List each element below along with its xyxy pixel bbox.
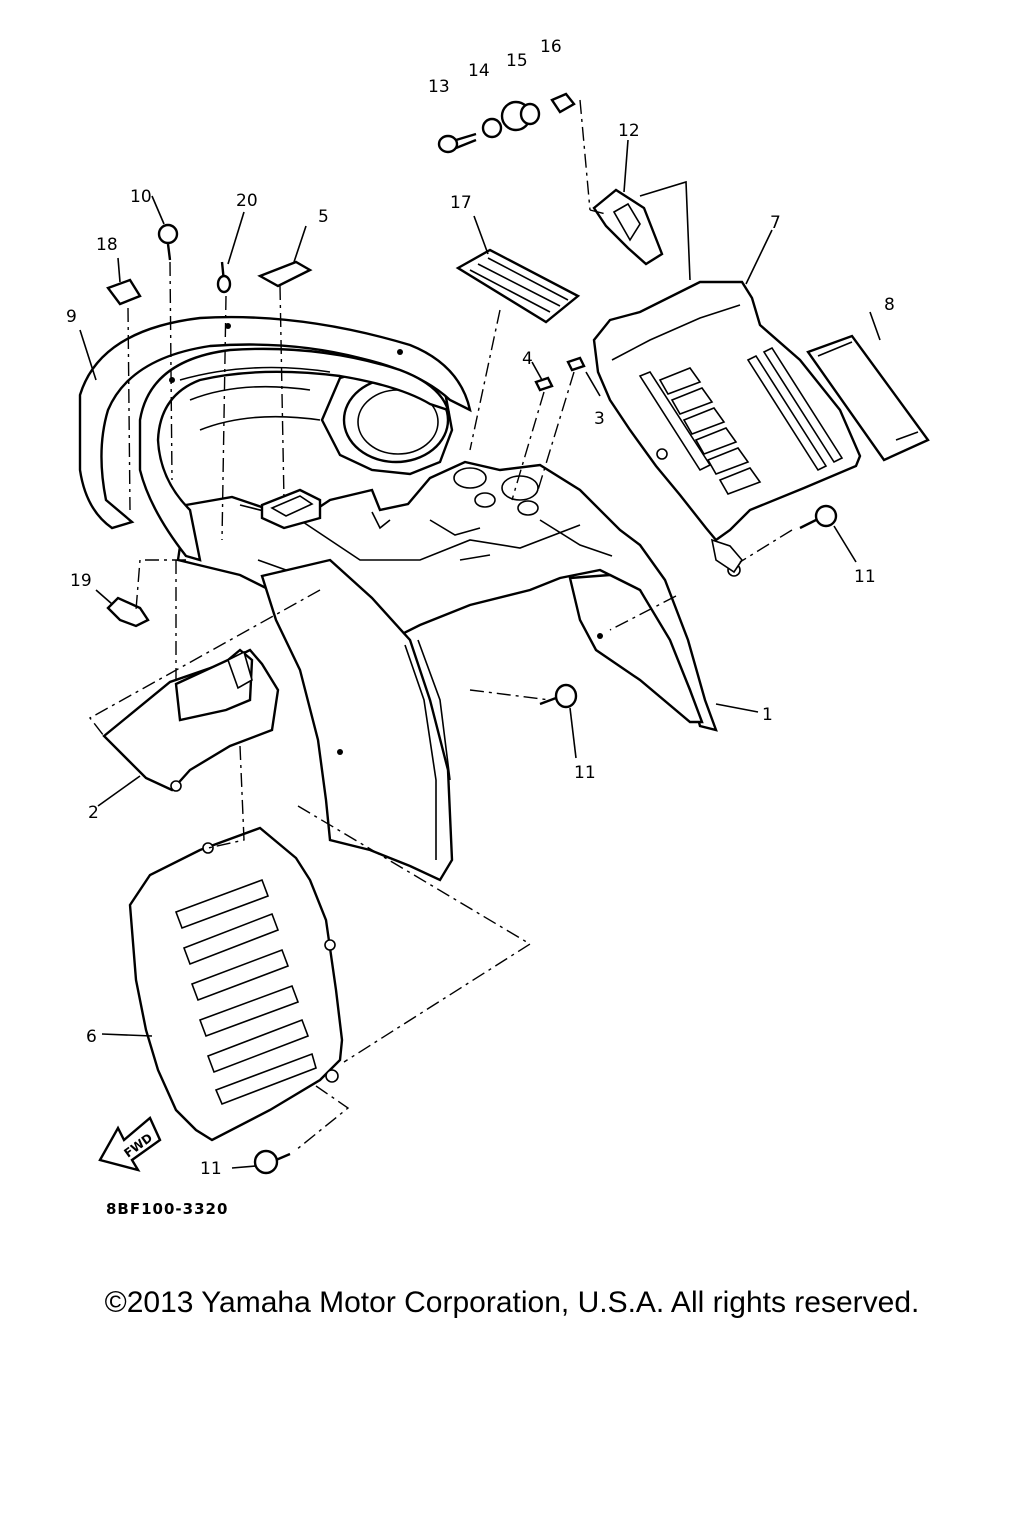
callout-5: 5 <box>318 207 329 227</box>
bolt-11-center <box>539 683 578 709</box>
lower-cover-part <box>102 648 280 792</box>
callout-3: 3 <box>594 409 605 429</box>
leader-lines <box>79 139 881 1169</box>
screen-part <box>806 334 930 462</box>
right-louvers <box>638 346 844 495</box>
screw-20 <box>216 261 232 294</box>
bracket-part <box>592 188 664 266</box>
callout-20: 20 <box>236 191 258 211</box>
callout-11-bottom: 11 <box>200 1159 222 1179</box>
callout-13: 13 <box>428 77 450 97</box>
callout-2: 2 <box>88 803 99 823</box>
assembly-lines <box>88 99 793 1151</box>
collar-16 <box>550 92 576 114</box>
callout-10: 10 <box>130 187 152 207</box>
callout-15: 15 <box>506 51 528 71</box>
callout-18: 18 <box>96 235 118 255</box>
block-part <box>106 278 142 306</box>
callout-7: 7 <box>770 213 781 233</box>
callout-4: 4 <box>522 349 533 369</box>
washer-14 <box>481 117 503 139</box>
callout-12: 12 <box>618 121 640 141</box>
bolt-11-right <box>799 504 838 530</box>
forward-arrow-icon: FWD <box>98 1116 162 1172</box>
grommet-15 <box>500 100 541 132</box>
callout-17: 17 <box>450 193 472 213</box>
bolt-11-bottom <box>253 1149 291 1175</box>
front-guard-part <box>78 315 472 562</box>
bolt-13 <box>437 132 477 154</box>
bolt-10 <box>157 223 179 261</box>
callout-11-right: 11 <box>854 567 876 587</box>
right-side-panel-part <box>592 280 862 577</box>
small-pad-part <box>257 260 313 288</box>
callout-14: 14 <box>468 61 490 81</box>
callout-16: 16 <box>540 37 562 57</box>
rivet-4 <box>534 376 554 392</box>
callout-9: 9 <box>66 307 77 327</box>
callout-labels: 1 2 3 4 5 6 7 8 9 10 11 11 11 12 13 14 1… <box>66 37 895 1179</box>
callout-11-center: 11 <box>574 763 596 783</box>
drawing-code: 8BF100-3320 <box>106 1200 228 1218</box>
pad-part <box>455 248 581 324</box>
left-louvers <box>174 878 317 1106</box>
copyright-notice: ©2013 Yamaha Motor Corporation, U.S.A. A… <box>104 1286 920 1319</box>
clip-part <box>106 596 150 628</box>
rivet-3 <box>566 356 586 372</box>
callout-19: 19 <box>70 571 92 591</box>
callout-8: 8 <box>884 295 895 315</box>
callout-6: 6 <box>86 1027 97 1047</box>
main-fender-part <box>176 366 718 882</box>
callout-1: 1 <box>762 705 773 725</box>
left-side-panel-part <box>128 826 344 1142</box>
hardware-set <box>437 92 576 154</box>
